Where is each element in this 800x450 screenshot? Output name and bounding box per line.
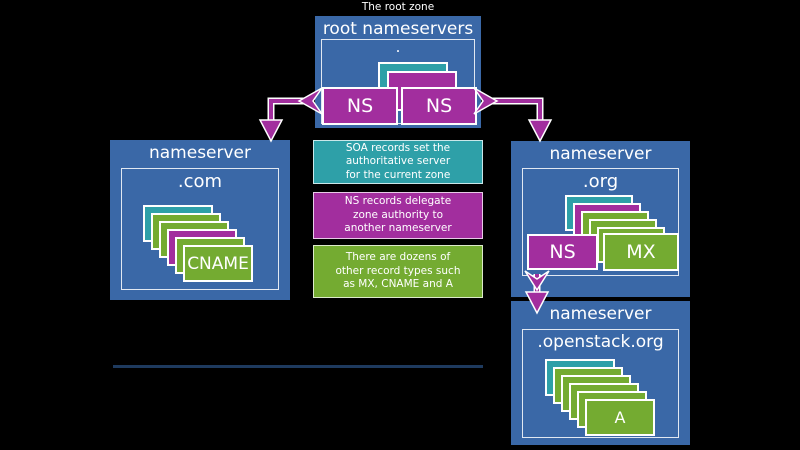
legend-other-line: There are dozens of (345, 251, 451, 264)
root-ns-record-left: NS (322, 87, 398, 125)
root-zone-inner-box (321, 39, 475, 124)
arrow-root-to-org (473, 87, 553, 143)
legend-other-line: as MX, CNAME and A (343, 278, 453, 291)
com-panel-title: nameserver (148, 143, 252, 163)
legend-ns: NS records delegate zone authority to an… (313, 192, 483, 239)
openstack-panel-title: nameserver (549, 304, 652, 324)
legend-other-line: other record types such (335, 264, 461, 277)
root-zone-name: . (395, 38, 401, 56)
arrow-head-icon (527, 119, 553, 143)
record-card-label: CNAME (187, 253, 249, 274)
legend-other-records: There are dozens of other record types s… (313, 245, 483, 298)
org-panel-title: nameserver (549, 144, 652, 164)
openstack-zone-inner-box (522, 329, 679, 438)
legend-ns-line: another nameserver (344, 222, 452, 235)
record-card: A (585, 399, 655, 436)
org-ns-record: NS (527, 234, 598, 270)
divider-line (113, 365, 483, 368)
legend-soa-line: SOA records set the (345, 141, 451, 154)
legend-soa: SOA records set the authoritative server… (313, 140, 483, 184)
record-card-label: A (614, 408, 626, 427)
root-panel-title: root nameservers (322, 19, 474, 39)
legend-ns-line: NS records delegate (344, 195, 452, 208)
org-mx-record: MX (603, 233, 679, 271)
com-zone-inner-box (121, 168, 279, 290)
root-ns-record-right: NS (401, 87, 477, 125)
org-zone-inner-box (522, 168, 679, 276)
openstack-zone-name: .openstack.org (537, 332, 664, 352)
legend-ns-line: zone authority to (352, 208, 444, 221)
legend-soa-line: authoritative server (345, 155, 451, 168)
com-zone-name: .com (177, 171, 223, 192)
org-zone-name: .org (582, 171, 619, 192)
arrow-head-icon (258, 119, 284, 143)
com-nameserver-panel: nameserver .com (110, 140, 290, 300)
arrow-root-to-com (258, 87, 323, 143)
record-card: CNAME (183, 245, 253, 282)
root-zone-caption: The root zone (361, 1, 435, 13)
legend-soa-line: for the current zone (345, 168, 451, 181)
